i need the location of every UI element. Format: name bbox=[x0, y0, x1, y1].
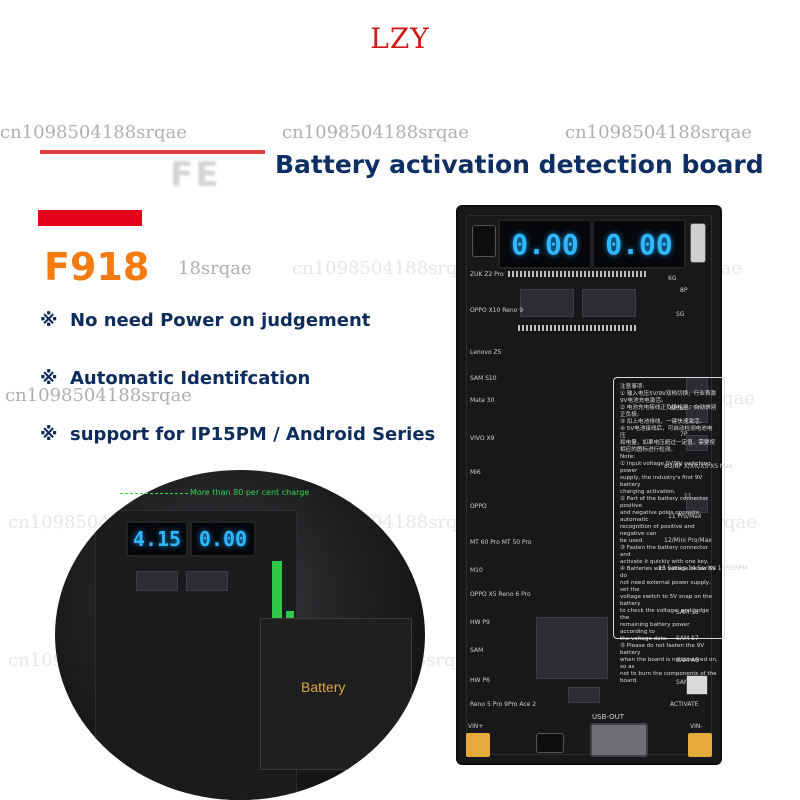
feature-item: ※ Automatic Identifcation bbox=[40, 368, 310, 389]
charge-callout-line bbox=[120, 493, 188, 494]
board-outline bbox=[466, 215, 712, 755]
battery-pack: Battery bbox=[260, 618, 412, 770]
voltage-display-left: 0.00 bbox=[498, 219, 592, 269]
detection-board: 0.00 0.00 ZUK Z2 Pro OPPO X10 Reno 9 Len… bbox=[458, 207, 748, 763]
connector-label: 12/Mini Pro/Max bbox=[664, 537, 712, 544]
connector-label: 13 Series 14 Series 15P/15PM bbox=[658, 565, 748, 572]
usb-c-port bbox=[536, 733, 564, 753]
ghost-logo-text: FE bbox=[170, 155, 221, 195]
feature-text: support for IP15PM / Android Series bbox=[70, 424, 436, 445]
product-headline: Battery activation detection board bbox=[275, 150, 764, 179]
connector-pins bbox=[518, 325, 638, 331]
usage-photo: 4.15 0.00 Battery bbox=[55, 470, 425, 800]
connector-label: SAM A5 bbox=[676, 657, 700, 664]
model-name: F918 bbox=[44, 245, 150, 289]
connector-label: M10 bbox=[470, 567, 483, 574]
photo-display-left: 4.15 bbox=[126, 521, 188, 557]
connector-label: HW P9 bbox=[470, 619, 490, 626]
battery-connector bbox=[686, 407, 708, 423]
connector-label: Mate 30 bbox=[470, 397, 495, 404]
ic-chip bbox=[568, 687, 600, 703]
photo-display-right: 0.00 bbox=[190, 521, 256, 557]
instruction-box: 注意事项: ① 输入电压5V/9V双档切换，行业首款 9V电池充电激活。 ② 电… bbox=[613, 377, 725, 684]
connector-label: ZUK Z2 Pro bbox=[470, 271, 504, 278]
vin-plus-pad bbox=[466, 733, 490, 757]
connector-label: 6G bbox=[668, 275, 677, 282]
reference-mark-icon: ※ bbox=[40, 310, 58, 331]
accent-line bbox=[40, 150, 265, 154]
red-accent-bar bbox=[38, 210, 142, 226]
connector-label: SAM bbox=[470, 647, 484, 654]
feature-text: No need Power on judgement bbox=[70, 310, 371, 331]
brand-title: LZY bbox=[370, 22, 430, 55]
ic-chip bbox=[186, 571, 228, 591]
charge-callout: More than 80 per cent charge bbox=[190, 488, 310, 497]
connector-label: ACTIVATE bbox=[670, 701, 699, 708]
connector-label: Mi6 bbox=[470, 469, 481, 476]
reference-mark-icon: ※ bbox=[40, 424, 58, 445]
voltage-switch[interactable] bbox=[690, 223, 706, 263]
power-jack bbox=[472, 225, 496, 257]
battery-connector bbox=[686, 435, 708, 451]
connector-label: HW P6 bbox=[470, 677, 490, 684]
battery-label: Battery bbox=[301, 679, 346, 695]
watermark: cn1098504188srqae bbox=[282, 122, 469, 143]
watermark: cn1098504188srqae bbox=[565, 122, 752, 143]
connector-label: OPPO bbox=[470, 503, 487, 510]
component-cluster bbox=[536, 617, 608, 679]
connector-label: SAM S6 bbox=[676, 609, 699, 616]
watermark: cn1098504188srqae bbox=[5, 385, 192, 406]
feature-item: ※ support for IP15PM / Android Series bbox=[40, 424, 435, 445]
ic-chip bbox=[136, 571, 178, 591]
connector-label: Reno 5 Pro 9Pro Ace 2 bbox=[470, 701, 537, 708]
feature-text: Automatic Identifcation bbox=[70, 368, 311, 389]
watermark: cn1098504188srqae bbox=[0, 122, 187, 143]
usb-out-label: USB-OUT bbox=[592, 713, 624, 721]
connector-label: Lenovo Z5 bbox=[470, 349, 502, 356]
reference-mark-icon: ※ bbox=[40, 368, 58, 389]
connector-label: OPPO X5 Reno 6 Pro bbox=[470, 591, 531, 598]
connector-label: SG bbox=[676, 311, 685, 318]
connector-label: 8G/8P X/XR/XS XS Max bbox=[664, 463, 733, 470]
feature-item: ※ No need Power on judgement bbox=[40, 310, 370, 331]
connector-label: OPPO X10 Reno 9 bbox=[470, 307, 524, 314]
connector-label: 8P bbox=[680, 287, 688, 294]
activate-button[interactable] bbox=[686, 675, 708, 695]
ic-chip bbox=[582, 289, 636, 317]
voltage-display-right: 0.00 bbox=[592, 219, 686, 269]
ic-chip bbox=[520, 289, 574, 317]
connector-label: 11 bbox=[684, 493, 692, 500]
connector-label: VIVO X9 bbox=[470, 435, 495, 442]
vin-minus-label: VIN- bbox=[690, 723, 703, 730]
connector-label: 11 Pro/Max bbox=[668, 513, 702, 520]
connector-label: MT 60 Pro MT 50 Pro bbox=[470, 539, 532, 546]
watermark: cn1098504188srqae bbox=[292, 258, 479, 279]
vin-plus-label: VIN+ bbox=[468, 723, 484, 730]
connector-pins bbox=[508, 271, 648, 277]
instruction-text: 注意事项: ① 输入电压5V/9V双档切换，行业首款 9V电池充电激活。 ② 电… bbox=[620, 384, 718, 684]
battery-connector bbox=[686, 497, 708, 513]
watermark: 18srqae bbox=[178, 258, 252, 279]
connector-label: SAM S10 bbox=[470, 375, 497, 382]
vin-minus-pad bbox=[688, 733, 712, 757]
usb-out-port bbox=[590, 723, 648, 757]
connector-label: 7P bbox=[680, 431, 688, 438]
